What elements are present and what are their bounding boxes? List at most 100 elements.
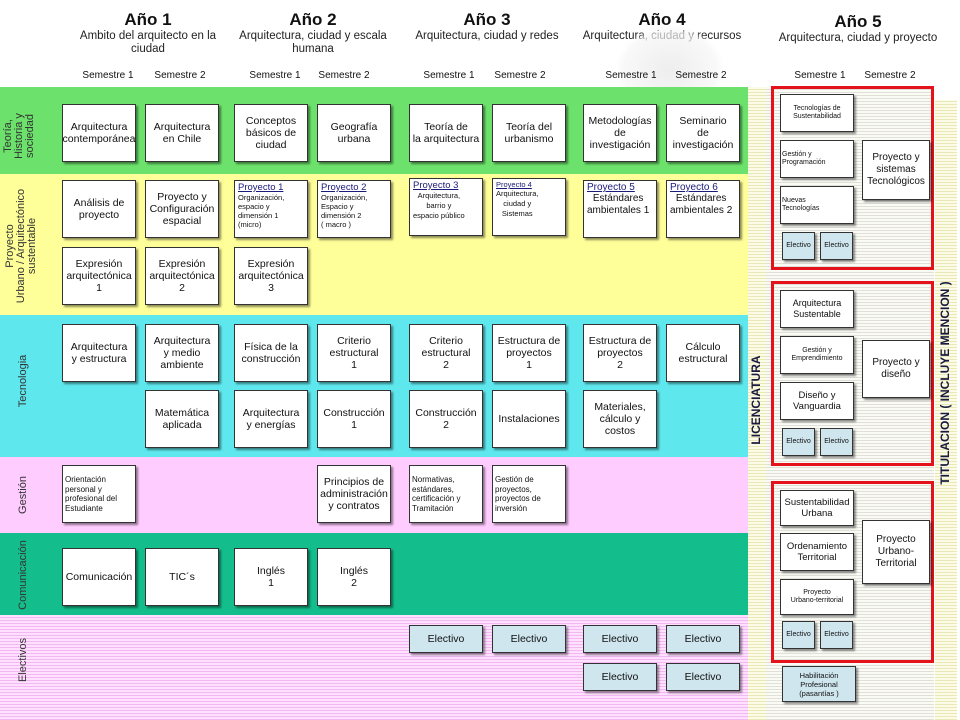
- course-box[interactable]: Ordenamiento Territorial: [780, 533, 854, 571]
- course-desc: Estándares ambientales 2: [670, 193, 733, 216]
- semester-label: Semestre 2: [318, 70, 370, 81]
- course-box[interactable]: Arquitectura Sustentable: [780, 290, 854, 328]
- course-box[interactable]: Principios de administración y contratos: [317, 465, 391, 523]
- course-box[interactable]: Análisis de proyecto: [62, 180, 136, 238]
- course-box-proyecto-6[interactable]: Proyecto 6 Estándares ambientales 2: [666, 180, 740, 238]
- course-box[interactable]: Gestión y Programación: [780, 140, 854, 178]
- course-box[interactable]: Criterio estructural 1: [317, 324, 391, 382]
- course-box[interactable]: Conceptos básicos de ciudad: [234, 104, 308, 162]
- course-box[interactable]: Geografía urbana: [317, 104, 391, 162]
- course-box[interactable]: Instalaciones: [492, 390, 566, 448]
- year-2-header: Año 2 Arquitectura, ciudad y escala huma…: [233, 10, 393, 56]
- row-label-proyecto: Proyecto Urbano / Arquitectónico sustent…: [4, 188, 38, 304]
- course-box[interactable]: Gestión y Emprendimiento: [780, 336, 854, 374]
- course-box[interactable]: Inglés 1: [234, 548, 308, 606]
- course-box[interactable]: TIC´s: [145, 548, 219, 606]
- course-box[interactable]: Inglés 2: [317, 548, 391, 606]
- course-box[interactable]: Diseño y Vanguardia: [780, 382, 854, 420]
- course-title: Proyecto 6: [670, 182, 718, 193]
- course-box[interactable]: Cálculo estructural: [666, 324, 740, 382]
- row-label-gestion: Gestión: [17, 476, 29, 514]
- course-box[interactable]: Construcción 1: [317, 390, 391, 448]
- year-5-subtitle: Arquitectura, ciudad y proyecto: [778, 32, 938, 44]
- semester-label: Semestre 1: [82, 70, 134, 81]
- course-desc: Organización, espacio y dimensión 1 (mic…: [238, 193, 285, 229]
- course-box[interactable]: Proyecto y diseño: [862, 340, 930, 398]
- habilitacion-box[interactable]: Habilitación Profesional (pasantías ): [782, 666, 856, 702]
- semester-label: Semestre 1: [249, 70, 301, 81]
- semester-label: Semestre 1: [423, 70, 475, 81]
- elective-box[interactable]: Electivo: [820, 232, 853, 260]
- course-title: Proyecto 5: [587, 182, 635, 193]
- course-box[interactable]: Expresión arquitectónica 1: [62, 247, 136, 305]
- elective-box[interactable]: Electivo: [820, 428, 853, 456]
- semester-label: Semestre 2: [864, 70, 916, 81]
- course-desc: Arquitectura, barrio y espacio público: [413, 191, 465, 220]
- elective-box[interactable]: Electivo: [583, 663, 657, 691]
- course-box[interactable]: Física de la construcción: [234, 324, 308, 382]
- course-box[interactable]: Estructura de proyectos 2: [583, 324, 657, 382]
- year-1-subtitle: Ambito del arquitecto en la ciudad: [79, 30, 217, 55]
- course-box-proyecto-3[interactable]: Proyecto 3 Arquitectura, barrio y espaci…: [409, 178, 483, 236]
- elective-box[interactable]: Electivo: [492, 625, 566, 653]
- elective-box[interactable]: Electivo: [583, 625, 657, 653]
- course-box-proyecto-1[interactable]: Proyecto 1 Organización, espacio y dimen…: [234, 180, 308, 238]
- year-3-header: Año 3 Arquitectura, ciudad y redes: [407, 10, 567, 43]
- year-3-title: Año 3: [463, 10, 511, 29]
- course-box[interactable]: Tecnologías de Sustentabilidad: [780, 94, 854, 132]
- semester-label: Semestre 2: [154, 70, 206, 81]
- row-label-tecnologia: Tecnologia: [17, 354, 29, 408]
- course-box[interactable]: Arquitectura en Chile: [145, 104, 219, 162]
- course-box[interactable]: Seminario de investigación: [666, 104, 740, 162]
- year-5-title: Año 5: [834, 12, 882, 31]
- semester-label: Semestre 2: [494, 70, 546, 81]
- elective-box[interactable]: Electivo: [409, 625, 483, 653]
- course-box[interactable]: Teoría de la arquitectura: [409, 104, 483, 162]
- course-box[interactable]: Arquitectura y medio ambiente: [145, 324, 219, 382]
- year-4-title: Año 4: [638, 10, 686, 29]
- course-box-proyecto-4[interactable]: Proyecto 4 Arquitectura, ciudad y Sistem…: [492, 178, 566, 236]
- elective-box[interactable]: Electivo: [782, 621, 815, 649]
- course-box[interactable]: Materiales, cálculo y costos: [583, 390, 657, 448]
- course-box-proyecto-5[interactable]: Proyecto 5 Estándares ambientales 1: [583, 180, 657, 238]
- elective-box[interactable]: Electivo: [782, 232, 815, 260]
- year-1-header: Año 1 Ambito del arquitecto en la ciudad: [68, 10, 228, 56]
- course-box[interactable]: Normativas, estándares, certificación y …: [409, 465, 483, 523]
- course-box[interactable]: Arquitectura y energías: [234, 390, 308, 448]
- elective-box[interactable]: Electivo: [782, 428, 815, 456]
- mention-frame-3: [771, 481, 934, 663]
- course-box[interactable]: Construcción 2: [409, 390, 483, 448]
- course-box[interactable]: Proyecto y sistemas Tecnológicos: [862, 140, 930, 200]
- course-box[interactable]: Criterio estructural 2: [409, 324, 483, 382]
- year-3-subtitle: Arquitectura, ciudad y redes: [415, 30, 559, 42]
- year-2-subtitle: Arquitectura, ciudad y escala humana: [239, 30, 387, 55]
- course-box[interactable]: Proyecto Urbano- Territorial: [862, 520, 930, 584]
- course-box[interactable]: Orientación personal y profesional del E…: [62, 465, 136, 523]
- course-box[interactable]: Estructura de proyectos 1: [492, 324, 566, 382]
- elective-box[interactable]: Electivo: [666, 663, 740, 691]
- course-box[interactable]: Teoría del urbanismo: [492, 104, 566, 162]
- course-box[interactable]: Nuevas Tecnologías: [780, 186, 854, 224]
- year-1-title: Año 1: [124, 10, 172, 29]
- course-title: Proyecto 4: [496, 180, 532, 189]
- course-box-proyecto-2[interactable]: Proyecto 2 Organización, Espacio y dimen…: [317, 180, 391, 238]
- elective-box[interactable]: Electivo: [666, 625, 740, 653]
- semester-label: Semestre 2: [675, 70, 727, 81]
- course-box[interactable]: Arquitectura contemporánea: [62, 104, 136, 162]
- year-5-header: Año 5 Arquitectura, ciudad y proyecto: [778, 12, 938, 45]
- course-box[interactable]: Comunicación: [62, 548, 136, 606]
- year-2-title: Año 2: [289, 10, 337, 29]
- course-box[interactable]: Proyecto Urbano-territorial: [780, 579, 854, 615]
- licenciatura-strip: [748, 87, 766, 720]
- course-box[interactable]: Expresión arquitectónica 3: [234, 247, 308, 305]
- course-box[interactable]: Arquitectura y estructura: [62, 324, 136, 382]
- course-desc: Arquitectura, ciudad y Sistemas: [496, 189, 539, 218]
- course-box[interactable]: Metodologías de investigación: [583, 104, 657, 162]
- course-title: Proyecto 3: [413, 180, 459, 191]
- course-box[interactable]: Matemática aplicada: [145, 390, 219, 448]
- course-box[interactable]: Sustentabilidad Urbana: [780, 490, 854, 526]
- course-box[interactable]: Proyecto y Configuración espacial: [145, 180, 219, 238]
- course-box[interactable]: Gestión de proyectos, proyectos de inver…: [492, 465, 566, 523]
- elective-box[interactable]: Electivo: [820, 621, 853, 649]
- course-box[interactable]: Expresión arquitectónica 2: [145, 247, 219, 305]
